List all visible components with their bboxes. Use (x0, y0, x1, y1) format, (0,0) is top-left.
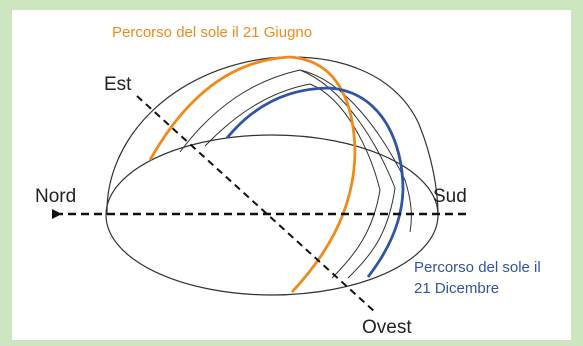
meridian-arc (299, 69, 412, 233)
dome-outline (106, 56, 439, 216)
east-label: Est (104, 74, 132, 95)
inner-arc-1 (179, 69, 396, 279)
south-label: Sud (433, 186, 467, 207)
june-sun-path (148, 55, 357, 293)
west-label: Ovest (362, 317, 412, 338)
horizon-ellipse (105, 134, 439, 296)
diagram-panel (12, 10, 571, 340)
december-caption-line2: 21 Dicembre (414, 280, 499, 297)
december-sun-path (225, 86, 405, 278)
east-west-axis (136, 95, 376, 313)
december-caption-line1: Percorso del sole il (414, 259, 541, 276)
north-label: Nord (35, 186, 76, 207)
june-caption: Percorso del sole il 21 Giugno (112, 24, 312, 41)
